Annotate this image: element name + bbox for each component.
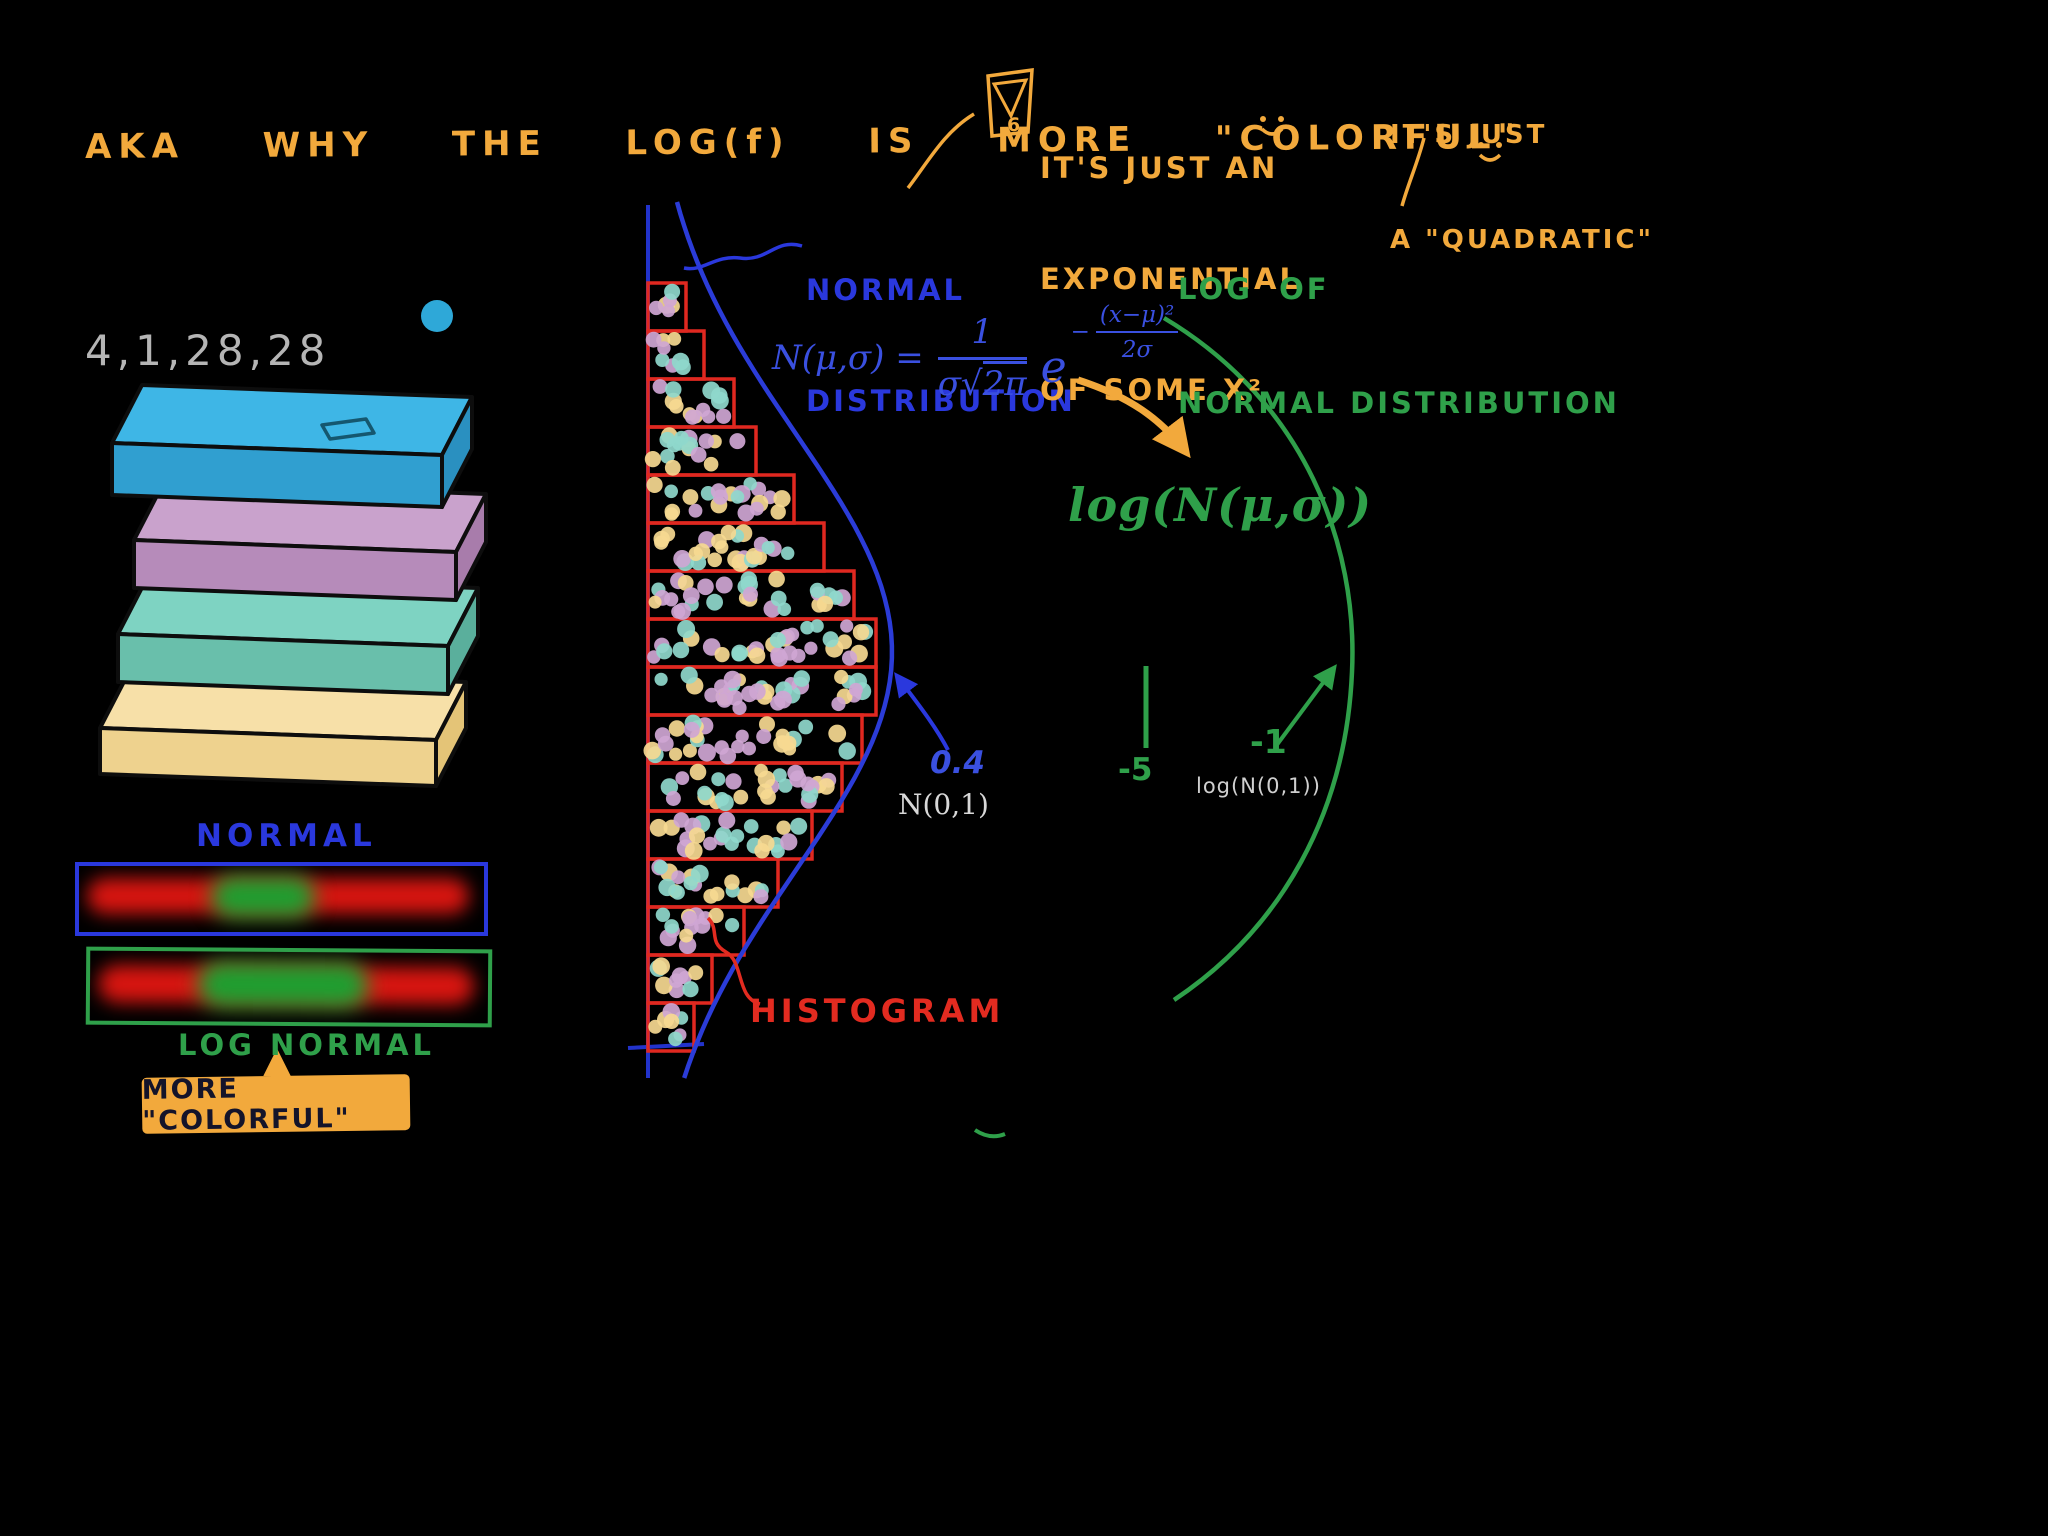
formula-to-log-arrow [1076,376,1191,459]
scatter-dots [643,283,874,1047]
normal-distribution-line2: DISTRIBUTION [806,384,1076,418]
log-of-normal-line1: LOG OF [1178,272,1330,306]
peak-value-label: 0.4 [930,745,985,781]
formula-exp-sign: − [1070,319,1090,345]
formula-exp-fraction: (x−μ)² 2σ [1095,302,1179,363]
histogram-bars [646,281,878,1053]
arc-arrow [1274,664,1337,748]
formula-lhs: N(μ,σ) = [772,338,924,378]
formula-e: e [1040,341,1067,393]
formula-exponential: e − (x−μ)² 2σ [1041,302,1179,393]
smiley-icon [1260,116,1284,136]
log-of-normal-label: LOG OF NORMAL DISTRIBUTION [1178,194,1620,498]
log-of-normal-line2: NORMAL DISTRIBUTION [1178,386,1620,420]
normal-activation-strip [75,862,488,936]
green-activation-blob [211,876,315,918]
log-curve [1162,316,1355,1002]
log-normal-formula: log(N(μ,σ)) [1068,478,1373,532]
stack-layer-blue [110,383,474,509]
formula-denominator: σ√2π [938,360,1027,404]
minus-5-label: -5 [1118,752,1153,788]
formula-den-radicand: 2π [982,361,1027,404]
normal-strip-label: NORMAL [196,818,377,854]
quadratic-note-line2: A "QUADRATIC" [1390,225,1654,255]
formula-den-sigma-root: σ√ [937,364,983,404]
n01-label: N(0,1) [898,788,989,821]
bell-curve [674,201,895,1079]
funnel-connector [906,112,975,190]
green-activation-blob [197,961,369,1009]
tensor-shape-label: 4,1,28,28 [85,326,331,375]
exponential-note-line2: EXPONENTIAL [1040,262,1301,296]
formula-numerator: 1 [937,312,1027,360]
formula-exp-denominator: 2σ [1121,336,1153,363]
quadratic-note-line1: IT'S JUST [1390,120,1548,150]
formula-fraction: 1 σ√2π [937,312,1027,404]
exponential-note: IT'S JUST AN EXPONENTIAL OF SOME X² [1040,76,1301,483]
exponential-note-line1: IT'S JUST AN [1040,151,1279,185]
minus-1-label: -1 [1250,722,1287,761]
peak-arrow [894,672,950,751]
quadratic-connector [1400,137,1426,207]
pixel-glyph [320,417,376,441]
funnel-icon: 6 [986,67,1034,138]
formula-exp-numerator: (x−μ)² [1095,302,1179,333]
histogram-label: HISTOGRAM [750,992,1005,1030]
normal-distribution-label: NORMAL DISTRIBUTION [806,198,1076,494]
formula-exponent: − (x−μ)² 2σ [1071,302,1179,363]
log-normal-strip-label: LOG NORMAL [178,1028,436,1062]
layer-stack [98,383,488,788]
normal-pdf-formula: N(μ,σ) = 1 σ√2π e − (x−μ)² 2σ [772,302,1179,404]
normal-distribution-line1: NORMAL [806,273,966,307]
quadratic-note: IT'S JUST A "QUADRATIC" [1390,48,1654,328]
more-colorful-badge: MORE "COLORFUL" [142,1074,411,1137]
log-n01-label: log(N(0,1)) [1196,774,1321,798]
smiley-icon [1478,142,1502,162]
log-normal-activation-strip [85,946,493,1028]
x-axis-tick [627,1042,705,1050]
histogram-connector [706,916,761,1006]
green-mark [973,1128,1006,1139]
normal-dist-connector [683,242,803,271]
funnel-badge: 6 [1007,114,1020,136]
blue-dot [421,300,453,332]
exponential-note-line3: OF SOME X² [1040,373,1264,407]
